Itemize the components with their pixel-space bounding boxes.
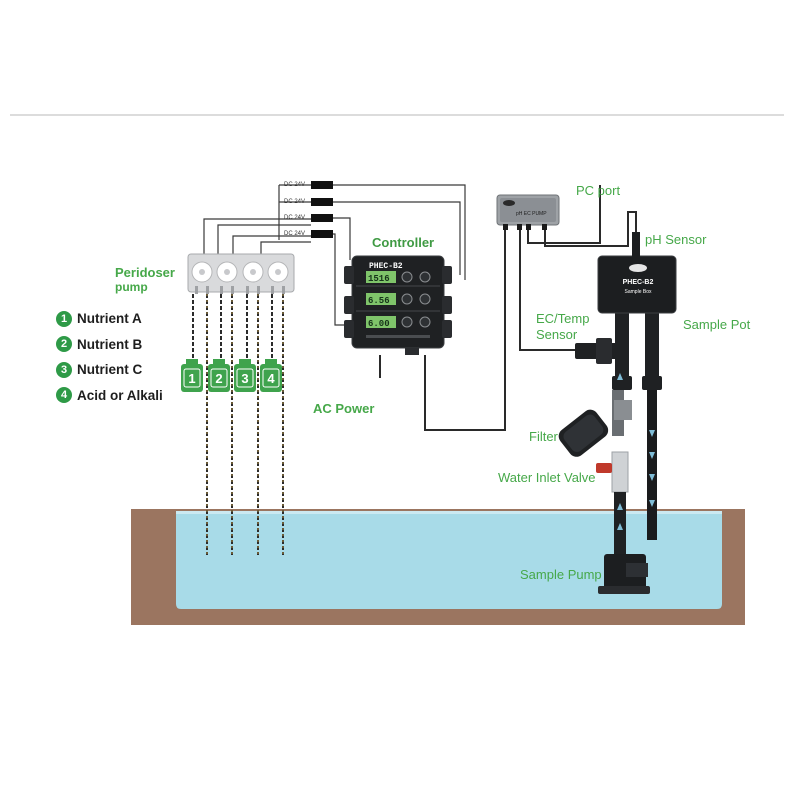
hub-device (496, 194, 560, 230)
ec-temp-label: EC/Temp Sensor (536, 311, 589, 343)
water-inlet-valve-label: Water Inlet Valve (498, 470, 596, 485)
controller-reading-1: 1516 (368, 274, 390, 284)
controller-text: PHEC-B2 1516 6.56 6.00 (368, 262, 403, 329)
legend-number-badge: 4 (56, 387, 72, 404)
container-numbers: 1 2 3 4 (188, 371, 275, 386)
sample-pot-text: PHEC-B2 Sample Box (623, 279, 654, 295)
flow-arrows (617, 373, 655, 530)
filter-label: Filter (529, 429, 558, 444)
sample-pot-label: Sample Pot (683, 317, 751, 332)
sample-pot-assembly (558, 232, 677, 594)
peridoser-pump (187, 253, 295, 294)
container-number: 1 (188, 371, 195, 386)
legend-text: Nutrient B (77, 336, 143, 352)
peridoser-title: Peridoser (115, 265, 175, 280)
water-body (176, 511, 722, 609)
ph-sensor-label: pH Sensor (645, 232, 707, 247)
controller-brand: PHEC-B2 (369, 262, 403, 271)
container-4 (260, 359, 282, 392)
dc-label: DC 24V (284, 182, 305, 188)
legend-item: 2 Nutrient B (56, 332, 163, 358)
controller-label: Controller (372, 235, 435, 250)
peridoser-subtitle: pump (115, 280, 148, 294)
dc-label: DC 24V (284, 215, 305, 221)
controller-reading-3: 6.00 (368, 319, 390, 329)
legend-text: Nutrient C (77, 362, 143, 378)
legend-number-badge: 3 (56, 361, 72, 378)
sample-pump-label: Sample Pump (520, 567, 602, 582)
dc-label: DC 24V (284, 199, 305, 205)
dc-labels: DC 24V DC 24V DC 24V DC 24V (284, 182, 305, 237)
tube-highlights (206, 294, 284, 555)
controller-device (344, 255, 452, 355)
nutrient-legend: 1 Nutrient A 2 Nutrient B 3 Nutrient C 4… (56, 306, 163, 408)
legend-item: 1 Nutrient A (56, 306, 163, 332)
legend-item: 4 Acid or Alkali (56, 383, 163, 409)
peridoser-label: Peridoser pump (115, 265, 175, 295)
nutrient-containers (181, 359, 282, 392)
dc-label: DC 24V (284, 231, 305, 237)
hub-label: pH EC PUMP (516, 211, 547, 217)
legend-text: Acid or Alkali (77, 387, 163, 403)
reservoir (131, 509, 745, 625)
container-number: 4 (267, 371, 275, 386)
legend-text: Nutrient A (77, 311, 142, 327)
container-1 (181, 359, 203, 392)
controller-reading-2: 6.56 (368, 296, 390, 306)
legend-item: 3 Nutrient C (56, 357, 163, 383)
legend-number-badge: 1 (56, 310, 72, 327)
pc-port-label: PC port (576, 183, 621, 198)
power-wiring (203, 184, 466, 326)
sample-pot-sub: Sample Box (625, 289, 652, 295)
ac-power-label: AC Power (313, 401, 375, 416)
ec-temp-subtitle: Sensor (536, 327, 578, 342)
ec-temp-title: EC/Temp (536, 311, 590, 326)
legend-number-badge: 2 (56, 336, 72, 353)
dc-adapters (311, 181, 333, 238)
container-number: 3 (241, 371, 248, 386)
container-2 (208, 359, 230, 392)
sample-pot-brand: PHEC-B2 (623, 279, 654, 286)
container-3 (234, 359, 256, 392)
signal-cables (379, 185, 637, 431)
container-number: 2 (215, 371, 222, 386)
